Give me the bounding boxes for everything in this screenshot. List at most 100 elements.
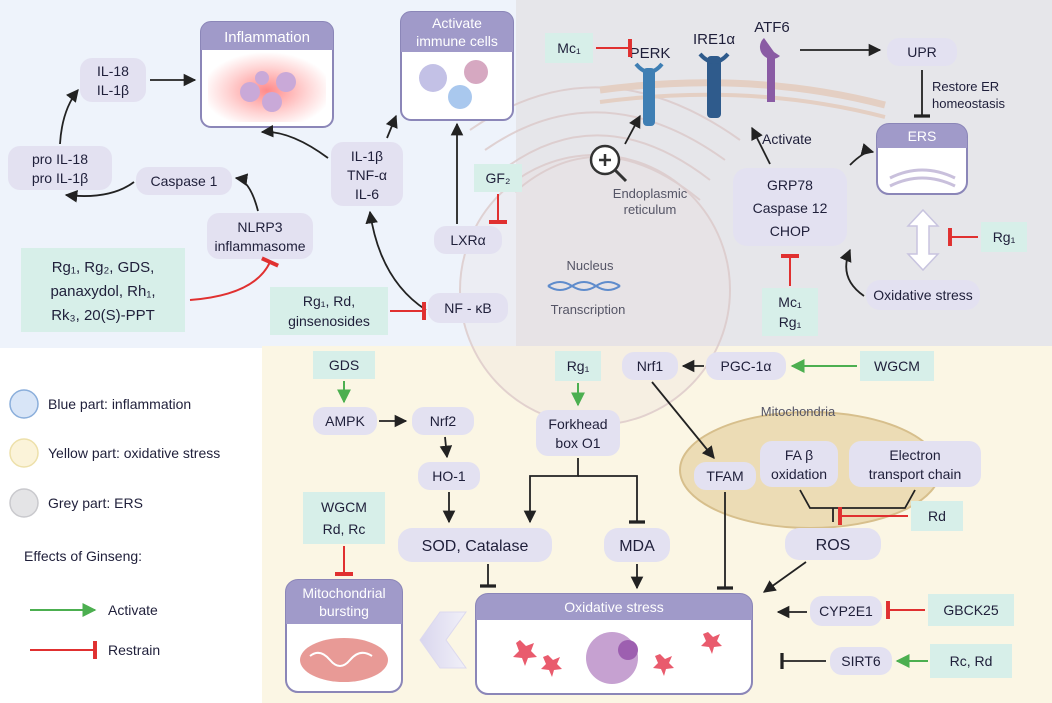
svg-text:Rg₁, Rd,: Rg₁, Rd, <box>303 293 355 309</box>
svg-text:GF₂: GF₂ <box>486 170 511 186</box>
transcription-label: Transcription <box>551 302 626 317</box>
svg-text:PGC-1α: PGC-1α <box>721 358 772 374</box>
inflammation-restrain <box>189 194 507 320</box>
sod-catalase-node: SOD, Catalase <box>398 528 552 562</box>
svg-text:GDS: GDS <box>329 357 359 373</box>
er-membrane <box>599 79 886 109</box>
nrf2-node: Nrf2 <box>412 407 474 435</box>
activate-label: Activate <box>762 131 812 147</box>
mc1-top-box: Mc₁ <box>545 33 593 63</box>
legend-effects-title: Effects of Ginseng: <box>24 548 142 564</box>
svg-text:inflammasome: inflammasome <box>214 238 305 254</box>
oxidative-activate-arrows <box>337 359 928 668</box>
svg-text:MDA: MDA <box>619 538 655 555</box>
rd-box: Rd <box>911 501 963 531</box>
svg-text:WGCM: WGCM <box>874 358 920 374</box>
restore-text-1: Restore ER <box>932 79 999 94</box>
nucleus-label: Nucleus <box>567 258 614 273</box>
svg-text:Rg₁, Rg₂, GDS,: Rg₁, Rg₂, GDS, <box>52 259 155 276</box>
mitochondria-label: Mitochondria <box>761 404 836 419</box>
svg-text:IL-18: IL-18 <box>97 63 129 79</box>
legend-grey-text: Grey part: ERS <box>48 495 143 511</box>
svg-text:Rk₃, 20(S)-PPT: Rk₃, 20(S)-PPT <box>51 307 155 324</box>
ers-arrows <box>624 43 882 166</box>
il18-il1b-node: IL-18 IL-1β <box>80 58 146 102</box>
svg-text:pro IL-1β: pro IL-1β <box>32 170 88 186</box>
ers-arrows-2 <box>839 248 865 297</box>
legend-blue-swatch <box>9 389 39 419</box>
svg-text:Rd: Rd <box>928 508 946 524</box>
chevron-left-icon <box>419 611 467 669</box>
svg-text:bursting: bursting <box>319 603 369 619</box>
cyp2e1-node: CYP2E1 <box>810 596 882 626</box>
wgcm-rd-rc-box: WGCM Rd, Rc <box>303 492 385 544</box>
svg-text:panaxydol, Rh₁,: panaxydol, Rh₁, <box>50 283 155 300</box>
gds-box: GDS <box>313 351 375 379</box>
pgc1a-node: PGC-1α <box>706 352 786 380</box>
svg-text:IL-6: IL-6 <box>355 186 379 202</box>
mda-node: MDA <box>604 528 670 562</box>
ros-node: ROS <box>785 528 881 560</box>
perk-label: PERK <box>630 45 671 62</box>
activate-immune-box: Activate immune cells <box>400 11 514 121</box>
svg-text:Oxidative stress: Oxidative stress <box>873 287 973 303</box>
lxra-node: LXRα <box>434 226 502 254</box>
oxidative-black-arrows <box>379 359 916 619</box>
svg-text:TNF-α: TNF-α <box>347 167 387 183</box>
rg1-box: Rg₁ <box>555 351 601 381</box>
svg-text:IL-1β: IL-1β <box>351 148 383 164</box>
fa-oxidation-node: FA β oxidation <box>760 441 838 487</box>
inflammation-box: Inflammation <box>200 21 334 128</box>
svg-text:ginsenosides: ginsenosides <box>288 313 370 329</box>
rc-rd-box: Rc, Rd <box>930 644 1012 678</box>
er-label-2: reticulum <box>624 202 677 217</box>
oxidative-restrain-arrows <box>335 507 925 619</box>
svg-text:HO-1: HO-1 <box>432 468 466 484</box>
ginseng-list-box: Rg₁, Rg₂, GDS, panaxydol, Rh₁, Rk₃, 20(S… <box>21 248 185 332</box>
svg-text:NF - κB: NF - κB <box>444 300 491 316</box>
forkhead-node: Forkhead box O1 <box>536 410 620 456</box>
ers-restrain <box>596 39 978 286</box>
legend-blue-text: Blue part: inflammation <box>48 396 191 412</box>
svg-text:ROS: ROS <box>816 537 851 554</box>
svg-text:Rd, Rc: Rd, Rc <box>323 521 366 537</box>
ire1a-label: IRE1α <box>693 31 735 48</box>
legend-restrain-text: Restrain <box>108 642 160 658</box>
svg-text:Mc₁: Mc₁ <box>778 294 802 310</box>
gf2-ginseng-box: GF₂ <box>474 164 522 192</box>
legend-grey-swatch <box>9 488 39 518</box>
rg1-rd-ginsenosides-box: Rg₁, Rd, ginsenosides <box>270 287 388 335</box>
svg-text:Mc₁: Mc₁ <box>557 40 581 56</box>
svg-text:UPR: UPR <box>907 44 937 60</box>
legend: Blue part: inflammation Yellow part: oxi… <box>9 389 220 659</box>
svg-text:Mitochondrial: Mitochondrial <box>302 585 385 601</box>
svg-text:Rg₁: Rg₁ <box>779 314 802 330</box>
caspase1-node: Caspase 1 <box>136 167 232 195</box>
svg-text:GBCK25: GBCK25 <box>943 602 998 618</box>
svg-text:Rc, Rd: Rc, Rd <box>950 653 993 669</box>
svg-text:Oxidative stress: Oxidative stress <box>564 599 664 615</box>
svg-text:Caspase 1: Caspase 1 <box>151 173 218 189</box>
svg-text:IL-1β: IL-1β <box>97 82 129 98</box>
svg-text:SOD, Catalase: SOD, Catalase <box>422 538 529 555</box>
white-left-lower <box>0 348 262 703</box>
bidirectional-arrow <box>906 208 940 272</box>
sirt6-node: SIRT6 <box>830 647 892 675</box>
ers-oxidative-node: Oxidative stress <box>866 280 980 310</box>
svg-text:pro IL-18: pro IL-18 <box>32 151 88 167</box>
legend-activate-text: Activate <box>108 602 158 618</box>
receptor-icons <box>634 38 780 126</box>
grp78-node: GRP78 Caspase 12 CHOP <box>733 168 847 246</box>
svg-text:Caspase 12: Caspase 12 <box>753 200 828 216</box>
atf6-label: ATF6 <box>754 19 790 36</box>
restore-text-2: homeostasis <box>932 96 1005 111</box>
inflammation-arrows <box>59 73 464 311</box>
svg-text:FA β: FA β <box>785 447 813 463</box>
svg-text:NLRP3: NLRP3 <box>237 219 282 235</box>
oxidative-stress-box: Oxidative stress <box>475 593 753 695</box>
legend-yellow-text: Yellow part: oxidative stress <box>48 445 220 461</box>
etc-node: Electron transport chain <box>849 441 981 487</box>
er-label-1: Endoplasmic <box>613 186 688 201</box>
inflammation-title: Inflammation <box>224 29 310 46</box>
